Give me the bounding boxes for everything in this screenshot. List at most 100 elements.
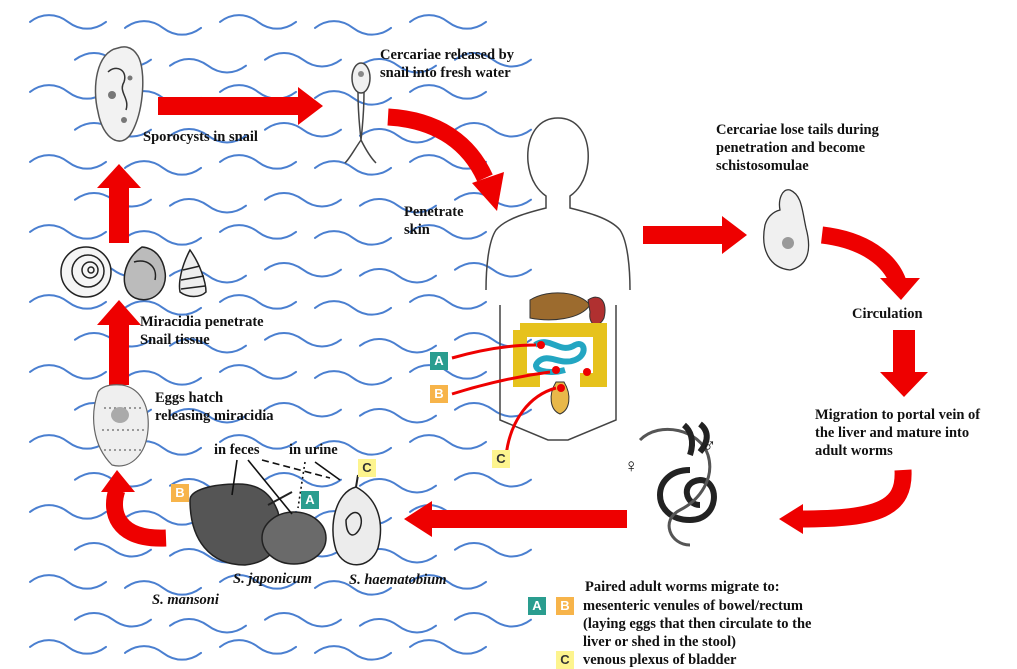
water-wave <box>265 53 341 67</box>
label-migration-line3: adult worms <box>815 442 893 460</box>
label-cercariae-lose-tails-line2: penetration and become <box>716 139 865 157</box>
label-cercariae-lose-tails-line3: schistosomulae <box>716 157 809 175</box>
legend-ab-line1: mesenteric venules of bowel/rectum <box>583 597 803 615</box>
water-wave <box>220 640 296 654</box>
water-wave <box>410 15 486 29</box>
label-penetrate-skin-line2: skin <box>404 221 430 239</box>
water-wave <box>220 295 296 309</box>
label-in-feces: in feces <box>214 441 260 459</box>
label-miracidia-penetrate-line1: Miracidia penetrate <box>140 313 264 331</box>
badge-a-bowel: A <box>430 352 448 370</box>
water-wave <box>30 155 106 169</box>
water-wave <box>410 365 486 379</box>
water-wave <box>30 15 106 29</box>
arrow-sporocyst-to-cercariae <box>158 87 323 125</box>
miracidium-illustration <box>94 385 149 466</box>
water-wave <box>220 365 296 379</box>
cercaria-illustration <box>345 63 376 163</box>
legend-badge-b: B <box>556 597 574 615</box>
label-circulation: Circulation <box>852 305 923 323</box>
arrow-snail-to-sporocyst <box>97 164 141 243</box>
label-miracidia-penetrate-line2: Snail tissue <box>140 331 210 349</box>
liver-icon <box>530 293 590 320</box>
label-penetrate-skin-line1: Penetrate <box>404 203 464 221</box>
arrowhead-circulation <box>880 278 920 300</box>
legend-badge-a: A <box>528 597 546 615</box>
water-wave <box>265 333 341 347</box>
water-wave <box>265 193 341 207</box>
water-wave <box>30 640 106 654</box>
legend-ab-line2: (laying eggs that then circulate to the <box>583 615 811 633</box>
water-wave <box>125 646 201 660</box>
globular-snail-icon <box>124 247 165 300</box>
water-wave <box>125 161 201 175</box>
badge-b-mansoni: B <box>171 484 189 502</box>
water-wave <box>315 231 391 245</box>
water-wave <box>125 371 201 385</box>
label-cercariae-released-line1: Cercariae released by <box>380 46 514 64</box>
arrow-migration-to-worms <box>800 470 903 519</box>
label-eggs-hatch-line2: releasing miracidia <box>155 407 274 425</box>
water-wave <box>315 91 391 105</box>
s-haematobium-egg-icon <box>333 487 381 565</box>
female-symbol: ♀ <box>624 458 638 476</box>
badge-b-bowel: B <box>430 385 448 403</box>
water-wave <box>220 225 296 239</box>
snail-illustrations <box>61 247 206 300</box>
egg-illustrations <box>190 475 380 565</box>
schistosomula-illustration <box>764 190 809 270</box>
water-wave <box>75 613 151 627</box>
label-sporocysts-in-snail: Sporocysts in snail <box>143 128 258 146</box>
turreted-snail-icon <box>179 250 206 297</box>
legend-title: Paired adult worms migrate to: <box>585 578 780 596</box>
water-wave <box>315 21 391 35</box>
water-wave <box>30 435 106 449</box>
water-wave <box>315 646 391 660</box>
water-wave <box>410 85 486 99</box>
water-wave <box>455 123 531 137</box>
arrow-human-to-schistosomulae <box>643 216 747 254</box>
water-wave <box>75 543 151 557</box>
water-wave <box>455 263 531 277</box>
arrowhead-worms <box>779 504 803 534</box>
sporocyst-illustration <box>95 47 142 141</box>
water-wave <box>360 619 436 633</box>
water-wave <box>265 473 341 487</box>
s-japonicum-egg-icon <box>262 512 326 564</box>
water-wave <box>410 640 486 654</box>
abdominal-organs <box>520 293 605 414</box>
badge-a-japonicum: A <box>301 491 319 509</box>
water-wave <box>360 339 436 353</box>
water-wave <box>315 371 391 385</box>
label-s-haematobium: S. haematobium <box>349 571 447 589</box>
water-wave <box>170 619 246 633</box>
male-symbol: ♂ <box>702 438 716 456</box>
arrowhead-hatch <box>101 470 135 492</box>
label-s-japonicum: S. japonicum <box>233 570 312 588</box>
water-wave <box>220 85 296 99</box>
label-in-urine: in urine <box>289 441 338 459</box>
water-wave <box>220 15 296 29</box>
water-wave <box>125 21 201 35</box>
water-wave <box>315 301 391 315</box>
water-wave <box>265 263 341 277</box>
water-wave <box>315 161 391 175</box>
water-wave <box>265 613 341 627</box>
water-wave <box>125 231 201 245</box>
water-wave <box>410 435 486 449</box>
water-wave <box>455 613 531 627</box>
label-eggs-hatch-line1: Eggs hatch <box>155 389 223 407</box>
water-wave <box>125 511 201 525</box>
arrow-schistosomulae-to-circulation <box>822 235 898 282</box>
water-wave <box>170 59 246 73</box>
label-migration-line2: the liver and mature into <box>815 424 969 442</box>
water-wave <box>360 479 436 493</box>
arrow-cercariae-to-skin <box>388 117 485 178</box>
water-wave <box>170 199 246 213</box>
water-wave <box>30 365 106 379</box>
water-wave <box>265 403 341 417</box>
legend-badge-c: C <box>556 651 574 669</box>
badge-c-bladder: C <box>492 450 510 468</box>
label-cercariae-lose-tails-line1: Cercariae lose tails during <box>716 121 879 139</box>
